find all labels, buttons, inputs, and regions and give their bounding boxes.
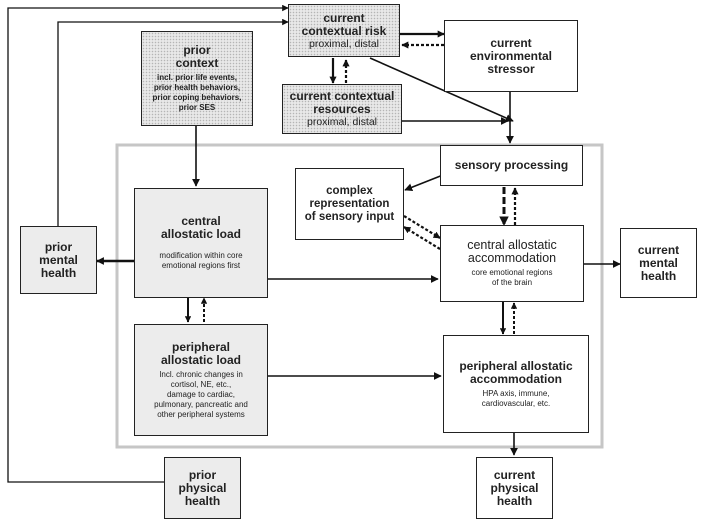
arrow-risk-to-sensory <box>369 57 514 122</box>
node-title: sensory processing <box>454 158 569 172</box>
loop-mental-health-to-risk <box>57 18 289 226</box>
node-sensory-processing: sensory processing <box>440 145 583 186</box>
brain-region-frame <box>115 143 604 449</box>
node-subtitle: proximal, distal <box>308 37 380 50</box>
arrow-accommodation-to-representation <box>403 226 441 250</box>
arrow-representation-to-accommodation <box>403 215 441 239</box>
loop-physical-health-to-risk <box>7 4 289 483</box>
node-detail: incl. prior life events,prior health beh… <box>152 73 242 112</box>
node-detail: HPA axis, immune,cardiovascular, etc. <box>481 388 551 408</box>
node-subtitle: proximal, distal <box>306 116 378 128</box>
